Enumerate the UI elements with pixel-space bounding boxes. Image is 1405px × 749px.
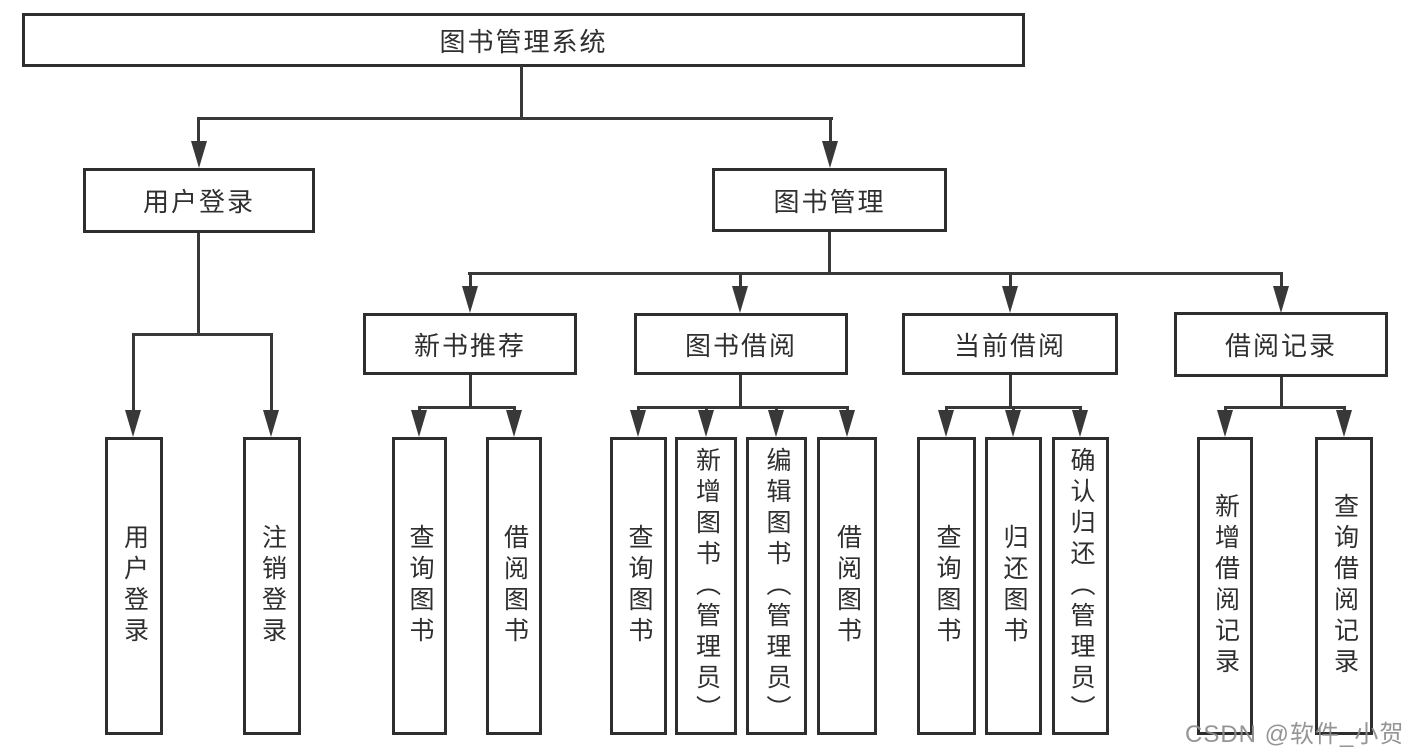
connector-line (197, 117, 200, 145)
node-label: 图书管理 (773, 186, 886, 217)
leaf-query-books-3: 查询图书 (917, 437, 976, 735)
leaf-label: 查询图书 (625, 524, 653, 648)
arrow-down-icon (125, 410, 141, 437)
connector-line (828, 232, 831, 275)
node-book-borrowing: 图书借阅 (634, 313, 848, 375)
csdn-watermark: CSDN @软件_小贺同学 (1185, 721, 1405, 748)
leaf-label: 新增借阅记录 (1211, 493, 1240, 679)
connector-line (468, 272, 1282, 275)
node-root-library-system: 图书管理系统 (22, 13, 1025, 67)
leaf-label: 查询图书 (406, 524, 434, 648)
leaf-label: 查询借阅记录 (1330, 493, 1359, 679)
connector-line (197, 117, 833, 120)
connector-line (637, 406, 848, 409)
arrow-down-icon (1336, 410, 1352, 437)
connector-line (132, 333, 273, 336)
arrow-down-icon (462, 286, 478, 313)
leaf-add-borrow-record: 新增借阅记录 (1197, 437, 1253, 735)
arrow-down-icon (263, 410, 279, 437)
leaf-label: 新增图书（管理员） (692, 446, 721, 726)
leaf-query-borrow-record: 查询借阅记录 (1315, 437, 1373, 735)
leaf-label: 查询图书 (933, 524, 961, 648)
arrow-down-icon (1273, 286, 1289, 313)
connector-line (1280, 377, 1283, 409)
leaf-label: 借阅图书 (833, 524, 862, 648)
node-book-management: 图书管理 (712, 168, 947, 232)
node-label: 当前借阅 (953, 330, 1066, 361)
arrow-down-icon (768, 410, 784, 437)
leaf-label: 编辑图书（管理员） (763, 446, 791, 726)
arrow-down-icon (938, 410, 954, 437)
node-borrow-records: 借阅记录 (1174, 312, 1388, 377)
arrow-down-icon (1002, 286, 1018, 313)
leaf-query-books-1: 查询图书 (392, 437, 447, 735)
leaf-add-books-admin: 新增图书（管理员） (675, 437, 737, 735)
connector-line (469, 375, 472, 409)
leaf-confirm-return-admin: 确认归还（管理员） (1052, 437, 1109, 735)
arrow-down-icon (411, 410, 427, 437)
leaf-label: 用户登录 (120, 524, 149, 648)
connector-line (739, 272, 742, 290)
node-label: 新书推荐 (413, 330, 526, 361)
arrow-down-icon (839, 410, 855, 437)
connector-line (829, 117, 832, 145)
connector-line (1280, 272, 1283, 290)
connector-line (270, 333, 273, 413)
leaf-query-books-2: 查询图书 (610, 437, 667, 735)
connector-line (469, 272, 472, 290)
arrow-down-icon (698, 410, 714, 437)
arrow-down-icon (732, 286, 748, 313)
leaf-edit-books-admin: 编辑图书（管理员） (746, 437, 807, 735)
leaf-return-books: 归还图书 (985, 437, 1042, 735)
arrow-down-icon (191, 141, 207, 168)
arrow-down-icon (822, 141, 838, 168)
arrow-down-icon (506, 410, 522, 437)
leaf-label: 注销登录 (258, 524, 287, 648)
arrow-down-icon (630, 410, 646, 437)
node-label: 用户登录 (142, 187, 255, 217)
connector-line (132, 333, 135, 413)
node-user-login: 用户登录 (83, 168, 315, 233)
connector-line (197, 233, 200, 336)
connector-line (1009, 375, 1012, 409)
node-label: 图书管理系统 (439, 26, 608, 57)
connector-line (418, 406, 516, 409)
leaf-logout: 注销登录 (243, 437, 301, 735)
node-current-borrowing: 当前借阅 (902, 313, 1118, 375)
node-label: 图书借阅 (684, 330, 797, 361)
leaf-borrow-books-1: 借阅图书 (486, 437, 542, 735)
node-label: 借阅记录 (1224, 331, 1337, 361)
leaf-label: 借阅图书 (500, 524, 529, 648)
arrow-down-icon (1217, 410, 1233, 437)
leaf-user-login: 用户登录 (105, 437, 163, 735)
connector-line (739, 375, 742, 409)
connector-line (1224, 406, 1346, 409)
leaf-label: 确认归还（管理员） (1067, 446, 1095, 726)
connector-line (520, 65, 523, 119)
arrow-down-icon (1072, 410, 1088, 437)
node-new-book-recommend: 新书推荐 (363, 313, 577, 375)
arrow-down-icon (1005, 410, 1021, 437)
leaf-label: 归还图书 (1000, 524, 1028, 648)
leaf-borrow-books-2: 借阅图书 (817, 437, 877, 735)
connector-line (1009, 272, 1012, 290)
